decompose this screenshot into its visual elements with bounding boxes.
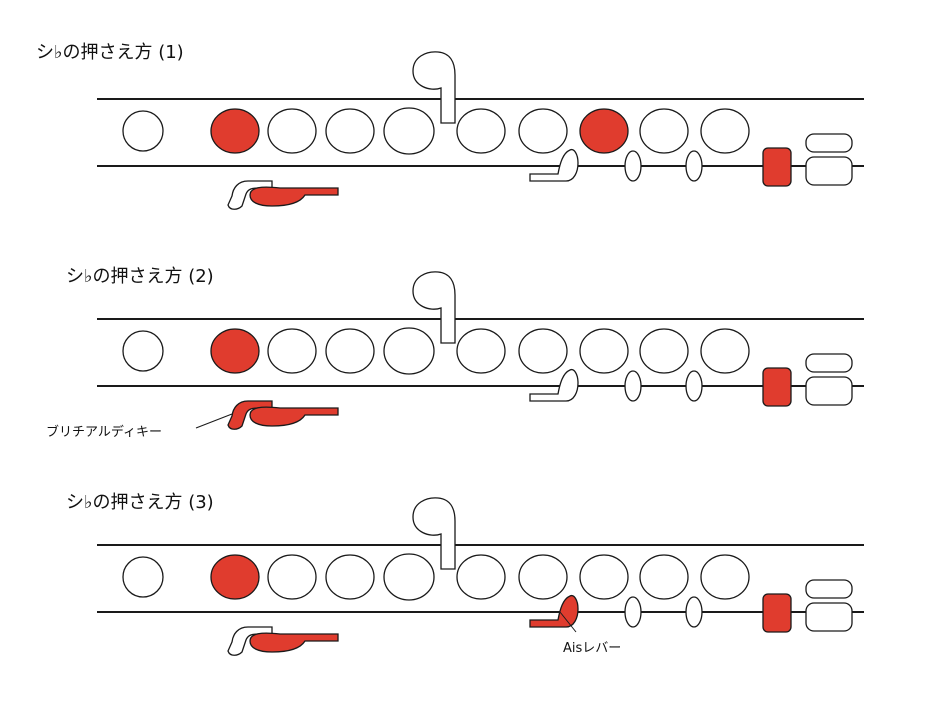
diagram-3-footjoint-roller-top [805, 579, 853, 599]
diagram-3-title: シ♭の押さえ方 (3) [66, 492, 214, 513]
diagram-2-foot-key [762, 367, 792, 407]
diagram-2-key-5 [383, 327, 435, 375]
diagram-2-callout-leader [195, 413, 233, 429]
diagram-3-footjoint-roller-bottom [805, 602, 853, 632]
diagram-1-key-7 [518, 108, 568, 154]
diagram-3-thumb-brille-key [227, 626, 273, 656]
diagram-1-trill-key-1 [624, 150, 642, 182]
diagram-3-key-2 [210, 554, 260, 600]
diagram-2-ais-lever [529, 368, 579, 402]
diagram-2-key-7 [518, 328, 568, 374]
diagram-2-key-3 [267, 328, 317, 374]
diagram-3-foot-key [762, 593, 792, 633]
diagram-2-key-10 [700, 328, 750, 374]
diagram-1-title: シ♭の押さえ方 (1) [36, 42, 184, 63]
diagram-3-key-4 [325, 554, 375, 600]
diagram-3-key-8 [579, 554, 629, 600]
diagram-1-key-6 [456, 108, 506, 154]
diagram-2-trill-key-1 [624, 370, 642, 402]
brille-key-callout-label: ブリチアルディキー [46, 425, 162, 440]
diagram-2-thumb-brille-key [227, 400, 273, 430]
diagram-1-thumb-brille-key [227, 180, 273, 210]
diagram-3-trill-key-1 [624, 596, 642, 628]
diagram-1-key-3 [267, 108, 317, 154]
diagram-1-footjoint-roller-bottom [805, 156, 853, 186]
diagram-1-foot-key [762, 147, 792, 187]
diagram-3-key-7 [518, 554, 568, 600]
diagram-1-key-9 [639, 108, 689, 154]
diagram-2-footjoint-roller-top [805, 353, 853, 373]
diagram-2-trill-key-2 [685, 370, 703, 402]
diagram-1-trill-key-2 [685, 150, 703, 182]
diagram-2-key-9 [639, 328, 689, 374]
diagram-1-key-4 [325, 108, 375, 154]
diagram-3-key-6 [456, 554, 506, 600]
diagram-3-thumb-lever [249, 632, 339, 653]
diagram-1-thumb-lever [249, 186, 339, 207]
diagram-1-key-5 [383, 107, 435, 155]
diagram-2-key-6 [456, 328, 506, 374]
diagram-2-key-8 [579, 328, 629, 374]
diagram-2-title: シ♭の押さえ方 (2) [66, 266, 214, 287]
diagram-1-ais-lever [529, 148, 579, 182]
diagram-3-key-9 [639, 554, 689, 600]
diagram-1-key-2 [210, 108, 260, 154]
diagram-3-crutch-hook [412, 497, 456, 570]
diagram-2-key-2 [210, 328, 260, 374]
diagram-1-footjoint-roller-top [805, 133, 853, 153]
diagram-2-key-1 [122, 330, 164, 372]
diagram-3-key-3 [267, 554, 317, 600]
diagram-3-callout-leader [559, 611, 577, 633]
diagram-3-trill-key-2 [685, 596, 703, 628]
diagram-1-crutch-hook [412, 51, 456, 124]
diagram-1-key-1 [122, 110, 164, 152]
diagram-2-key-4 [325, 328, 375, 374]
diagram-3-key-10 [700, 554, 750, 600]
diagram-1-key-8 [579, 108, 629, 154]
ais-lever-callout-label: Aisレバー [563, 641, 622, 656]
diagram-2-thumb-lever [249, 406, 339, 427]
diagram-2-crutch-hook [412, 271, 456, 344]
diagram-3-key-1 [122, 556, 164, 598]
diagram-2-footjoint-roller-bottom [805, 376, 853, 406]
diagram-3-key-5 [383, 553, 435, 601]
diagram-1-key-10 [700, 108, 750, 154]
